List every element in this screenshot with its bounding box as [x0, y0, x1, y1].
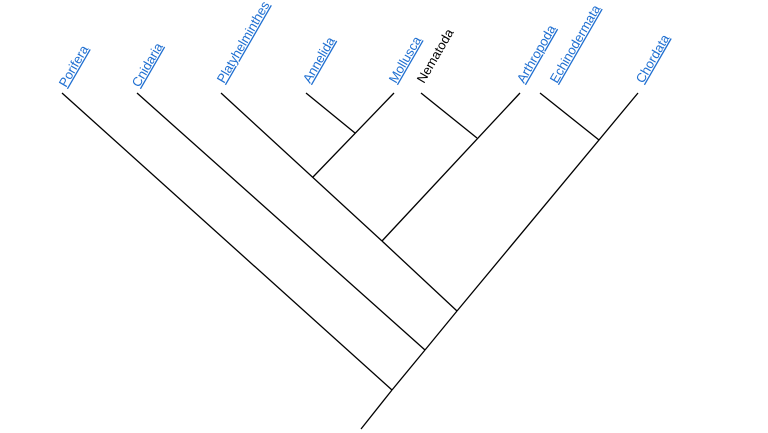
branch-echinodermata: [539, 92, 600, 141]
taxon-annelida-link[interactable]: Annelida: [300, 34, 339, 86]
branches: [61, 92, 639, 430]
taxon-echinodermata[interactable]: Echinodermata: [547, 2, 604, 86]
taxon-cnidaria[interactable]: Cnidaria: [129, 39, 167, 89]
branch-root: [360, 389, 393, 430]
branch-bilateria: [424, 310, 458, 351]
taxon-labels: Porifera Cnidaria Platyhelminthes Anneli…: [56, 0, 673, 90]
branch-protostomia: [381, 240, 458, 312]
taxon-cnidaria-link[interactable]: Cnidaria: [129, 39, 167, 89]
taxon-echinodermata-link[interactable]: Echinodermata: [547, 2, 604, 86]
branch-nematoda: [420, 92, 478, 139]
taxon-porifera-link[interactable]: Porifera: [56, 42, 92, 90]
taxon-platyhelminthes[interactable]: Platyhelminthes: [214, 0, 273, 85]
taxon-chordata[interactable]: Chordata: [633, 31, 673, 85]
branch-porifera: [61, 92, 393, 391]
taxon-chordata-link[interactable]: Chordata: [633, 31, 673, 85]
branch-deuterostomia: [456, 92, 639, 312]
taxon-platyhelminthes-link[interactable]: Platyhelminthes: [214, 0, 273, 85]
taxon-annelida[interactable]: Annelida: [300, 34, 339, 86]
branch-eumetazoa: [391, 349, 426, 391]
branch-platyhelminthes: [220, 92, 383, 242]
branch-cnidaria: [136, 92, 426, 351]
taxon-nematoda: Nematoda: [414, 25, 457, 85]
branch-ecdysozoa: [381, 92, 521, 242]
branch-lophotrochozoa: [312, 92, 395, 178]
taxon-porifera[interactable]: Porifera: [56, 42, 92, 90]
branch-annelida: [305, 92, 356, 134]
